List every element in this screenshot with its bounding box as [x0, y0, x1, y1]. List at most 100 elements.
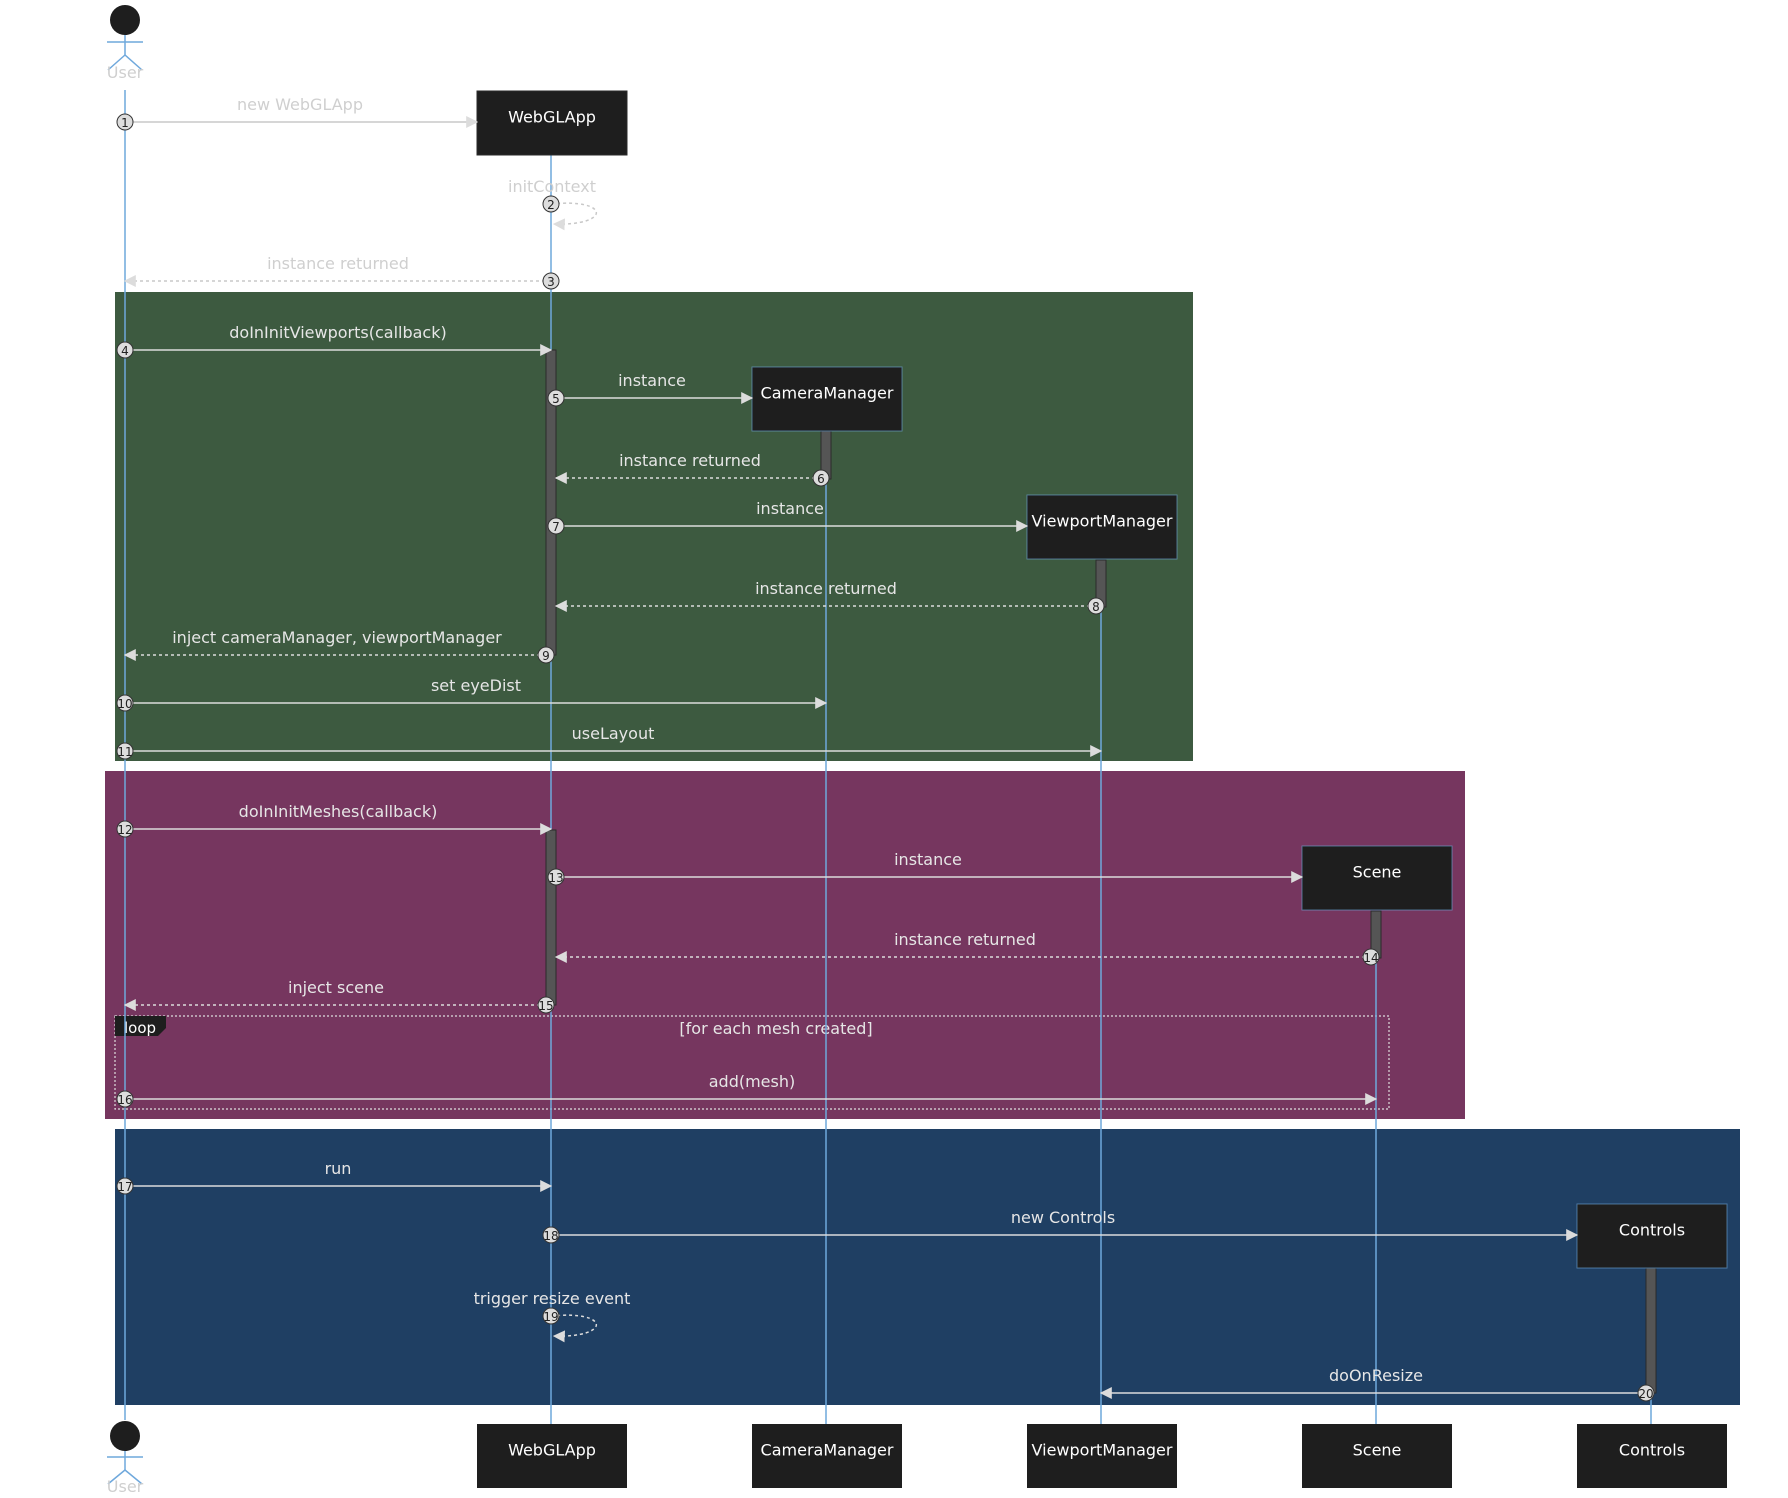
participant-scene-top: Scene — [1301, 845, 1453, 911]
message-label: new Controls — [1011, 1208, 1115, 1227]
user-actor-label-bottom: User — [107, 1477, 144, 1496]
sequence-number: 15 — [538, 999, 553, 1013]
loop-frame: loop [for each mesh created] — [114, 1015, 1390, 1110]
sequence-number-badge — [116, 113, 134, 131]
message-label: instance — [618, 371, 686, 390]
sequence-number: 9 — [542, 649, 550, 663]
message-6: instance returned 6 — [554, 451, 830, 487]
sequence-number-badge — [812, 469, 830, 487]
message-18: new Controls 18 — [542, 1208, 1579, 1244]
loop-condition: [for each mesh created] — [679, 1019, 872, 1038]
sequence-number-badge — [547, 868, 565, 886]
message-label: useLayout — [572, 724, 655, 743]
message-label: instance — [894, 850, 962, 869]
participant-label: ViewportManager — [1032, 512, 1173, 531]
sequence-number-badge — [547, 389, 565, 407]
participant-label: CameraManager — [761, 1441, 894, 1460]
sequence-number-badge — [542, 272, 560, 290]
sequence-number-badge — [116, 820, 134, 838]
message-15: inject scene 15 — [123, 978, 555, 1014]
loop-tag-shape — [115, 1016, 166, 1036]
sequence-number: 13 — [548, 871, 563, 885]
message-label: instance returned — [267, 254, 409, 273]
participant-label: Controls — [1619, 1221, 1685, 1240]
participant-webgl-bottom: WebGLApp — [477, 1424, 627, 1488]
participant-controls-bottom: Controls — [1577, 1424, 1727, 1488]
sequence-number: 6 — [817, 472, 825, 486]
webgl-activation-2 — [545, 829, 557, 1006]
sequence-number-badge — [537, 996, 555, 1014]
message-label: add(mesh) — [709, 1072, 796, 1091]
message-label: set eyeDist — [431, 676, 521, 695]
participant-boxes-bottom: WebGLApp CameraManager ViewportManager S… — [477, 1424, 1727, 1488]
message-arrow — [550, 202, 597, 231]
sequence-number: 12 — [117, 823, 132, 837]
sequence-number-badge — [1087, 597, 1105, 615]
group-backgrounds — [105, 292, 1740, 1405]
message-label: inject scene — [288, 978, 384, 997]
message-label: trigger resize event — [474, 1289, 631, 1308]
participant-vp-bottom: ViewportManager — [1027, 1424, 1177, 1488]
participant-scene-bottom: Scene — [1302, 1424, 1452, 1488]
sequence-number: 5 — [552, 392, 560, 406]
message-16: add(mesh) 16 — [116, 1072, 1378, 1108]
user-actor-top: User — [107, 5, 144, 82]
sequence-number-badge — [116, 341, 134, 359]
sequence-number: 2 — [547, 198, 555, 212]
sequence-number-badge — [1637, 1384, 1655, 1402]
loop-keyword: loop — [124, 1019, 156, 1037]
participant-cam-top: CameraManager — [751, 366, 903, 432]
user-actor-head — [110, 5, 140, 35]
participant-label: Scene — [1353, 863, 1402, 882]
message-7: instance 7 — [547, 499, 1029, 535]
sequence-number-badge — [116, 694, 134, 712]
message-label: initContext — [508, 177, 596, 196]
message-label: instance returned — [619, 451, 761, 470]
participant-cam-bottom: CameraManager — [752, 1424, 902, 1488]
group-meshes-box — [105, 771, 1465, 1119]
message-2: initContext 2 — [508, 177, 597, 231]
sequence-number-badge — [116, 742, 134, 760]
message-label: doOnResize — [1329, 1366, 1423, 1385]
sequence-number: 7 — [552, 520, 560, 534]
message-20: doOnResize 20 — [1099, 1366, 1655, 1402]
message-arrow — [550, 1314, 597, 1343]
message-17: run 17 — [116, 1159, 553, 1195]
sequence-number-badge — [542, 1226, 560, 1244]
participant-webgl-top: WebGLApp — [476, 90, 628, 156]
sequence-number: 14 — [1363, 951, 1378, 965]
sequence-number-badge — [1362, 948, 1380, 966]
sequence-number: 16 — [117, 1093, 132, 1107]
sequence-number: 17 — [117, 1180, 132, 1194]
message-label: doInInitViewports(callback) — [229, 323, 446, 342]
participant-label: WebGLApp — [508, 1441, 596, 1460]
sequence-number: 8 — [1092, 600, 1100, 614]
participant-label: WebGLApp — [508, 108, 596, 127]
participant-label: Scene — [1353, 1441, 1402, 1460]
message-10: set eyeDist 10 — [116, 676, 828, 712]
message-4: doInInitViewports(callback) 4 — [116, 323, 553, 359]
sequence-number: 4 — [121, 344, 129, 358]
controls-activation — [1645, 1267, 1657, 1394]
sequence-number: 20 — [1638, 1387, 1653, 1401]
message-label: instance returned — [755, 579, 897, 598]
participant-controls-top: Controls — [1576, 1203, 1728, 1269]
participant-label: Controls — [1619, 1441, 1685, 1460]
loop-box — [114, 1015, 1390, 1110]
message-label: instance — [756, 499, 824, 518]
sequence-number: 18 — [543, 1229, 558, 1243]
sequence-number: 11 — [117, 745, 132, 759]
sequence-number: 10 — [117, 697, 132, 711]
message-12: doInInitMeshes(callback)12 — [116, 802, 553, 838]
sequence-number-badge — [537, 646, 555, 664]
participant-label: ViewportManager — [1032, 1441, 1173, 1460]
message-label: run — [325, 1159, 352, 1178]
group-run-box — [115, 1129, 1740, 1405]
user-actor-label-top: User — [107, 63, 144, 82]
message-label: new WebGLApp — [237, 95, 363, 114]
